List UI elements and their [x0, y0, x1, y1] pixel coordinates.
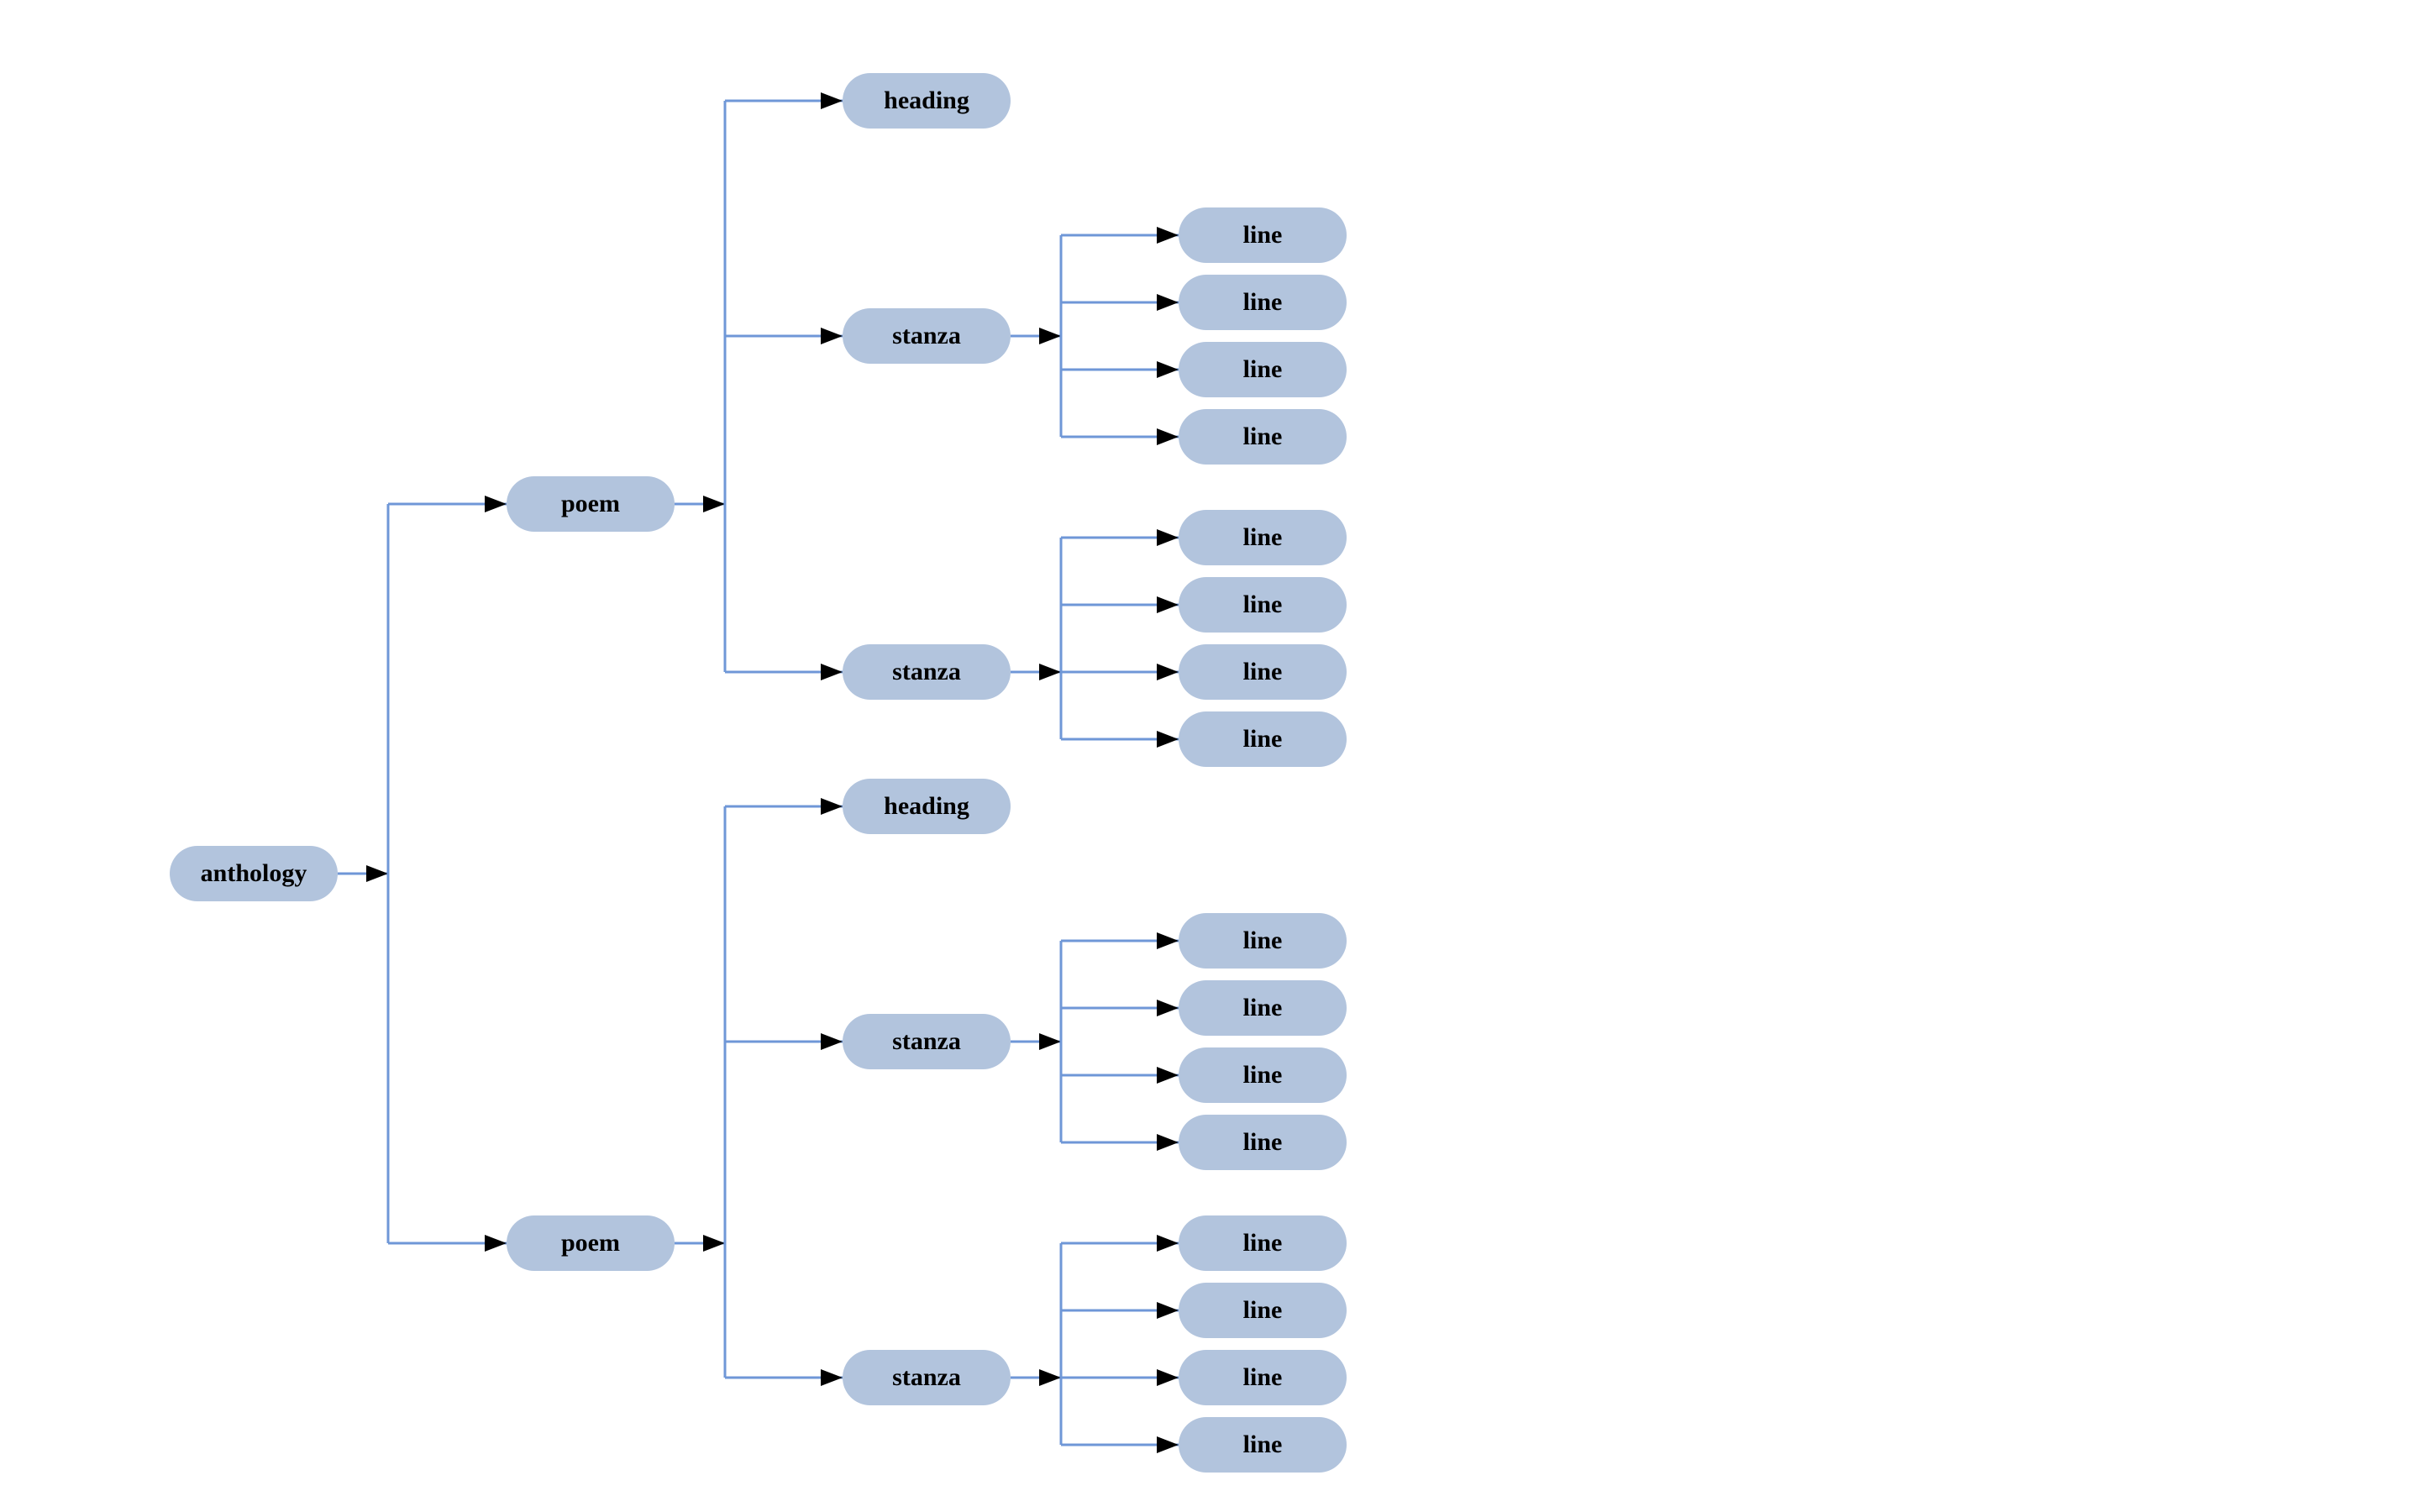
- node-stanza: stanza: [843, 1350, 1011, 1405]
- node-poem: poem: [507, 476, 675, 532]
- node-line: line: [1179, 913, 1347, 969]
- node-line: line: [1179, 644, 1347, 700]
- node-line: line: [1179, 1047, 1347, 1103]
- node-line: line: [1179, 577, 1347, 633]
- node-line: line: [1179, 409, 1347, 465]
- node-line: line: [1179, 1283, 1347, 1338]
- node-line: line: [1179, 275, 1347, 330]
- node-heading: heading: [843, 779, 1011, 834]
- node-line: line: [1179, 510, 1347, 565]
- node-stanza: stanza: [843, 308, 1011, 364]
- node-poem: poem: [507, 1215, 675, 1271]
- node-line: line: [1179, 207, 1347, 263]
- node-anthology: anthology: [170, 846, 338, 901]
- node-line: line: [1179, 980, 1347, 1036]
- node-line: line: [1179, 1417, 1347, 1473]
- node-line: line: [1179, 711, 1347, 767]
- node-line: line: [1179, 1350, 1347, 1405]
- node-heading: heading: [843, 73, 1011, 129]
- node-stanza: stanza: [843, 1014, 1011, 1069]
- node-line: line: [1179, 1115, 1347, 1170]
- node-line: line: [1179, 342, 1347, 397]
- node-stanza: stanza: [843, 644, 1011, 700]
- node-line: line: [1179, 1215, 1347, 1271]
